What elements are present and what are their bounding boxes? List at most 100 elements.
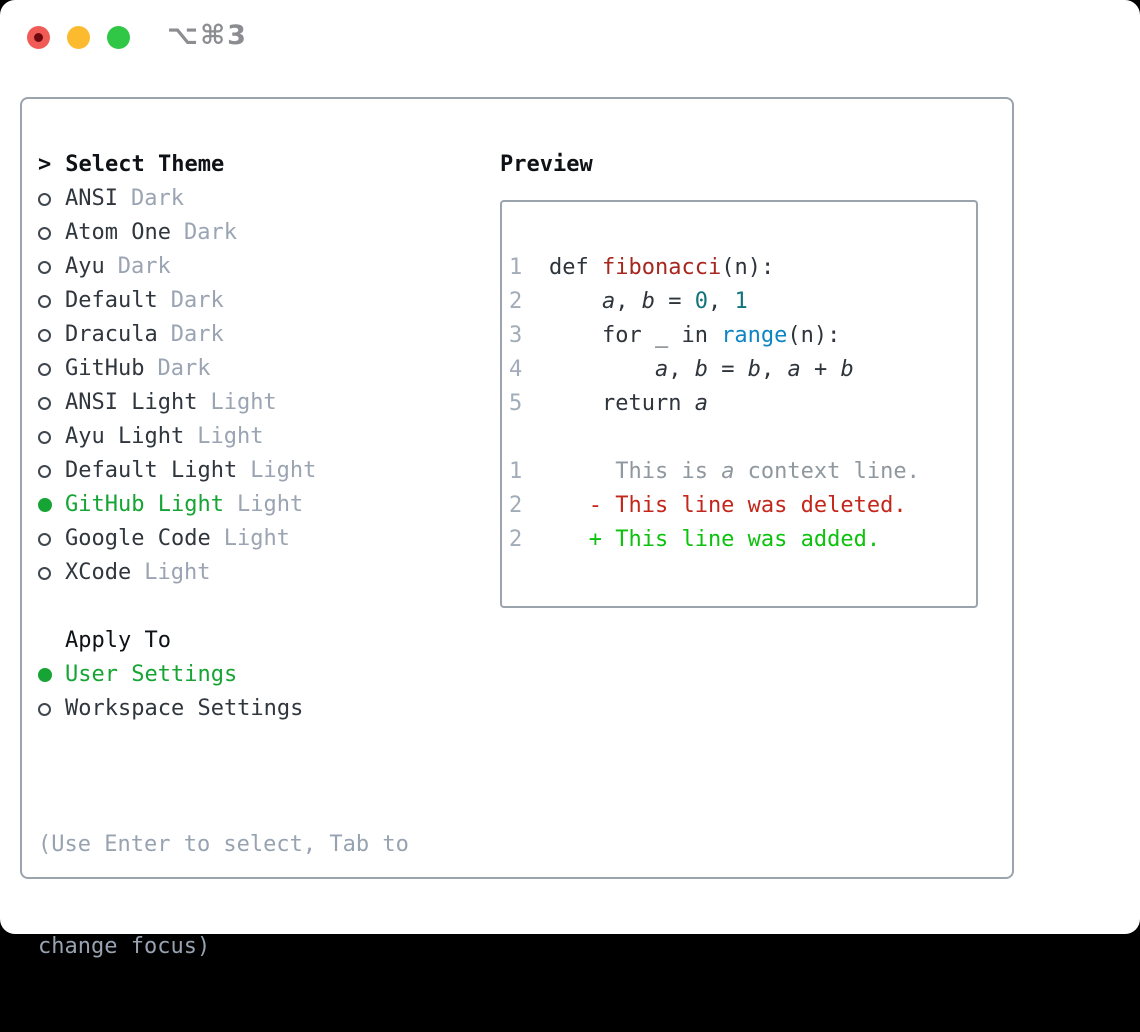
radio-icon [38, 702, 51, 716]
code-line [509, 421, 976, 455]
code-token: fibonacci [601, 255, 722, 280]
code-token: 0 [694, 289, 708, 314]
code-token [549, 289, 602, 314]
code-token: a [654, 357, 669, 382]
line-number: 5 [509, 391, 523, 416]
radio-icon [38, 532, 51, 546]
radio-icon [38, 226, 51, 240]
theme-name: ANSI [65, 186, 118, 211]
theme-variant: Dark [157, 356, 211, 381]
radio-icon [38, 430, 51, 444]
radio-icon [38, 362, 51, 376]
theme-variant: Dark [183, 220, 237, 245]
apply-option-user-settings[interactable]: User Settings [38, 658, 409, 692]
code-token: + [800, 357, 841, 382]
code-line: 3 for _ in range(n): [509, 319, 976, 353]
code-token: (n): [787, 323, 841, 348]
line-number: 2 [509, 289, 523, 314]
theme-name: ANSI Light [65, 390, 198, 415]
theme-name: Default Light [65, 458, 238, 483]
code-line: 2 + This line was added. [509, 523, 976, 557]
cursor-chevron-icon: > [38, 152, 52, 177]
theme-name: Google Code [65, 526, 211, 551]
line-number: 2 [509, 527, 523, 552]
select-theme-label: Select Theme [65, 152, 225, 177]
hint-text: (Use Enter to select, Tab to change focu… [38, 760, 409, 1032]
radio-icon [38, 294, 51, 308]
radio-selected-icon [38, 498, 52, 512]
theme-variant: Light [250, 458, 317, 483]
code-token: 1 [734, 289, 748, 314]
line-number: 1 [509, 459, 523, 484]
code-token: a [721, 459, 735, 484]
code-token: b [641, 289, 655, 314]
hint-line-2: change focus) [38, 934, 211, 959]
theme-option-github[interactable]: GitHub Dark [38, 352, 409, 386]
theme-variant: Light [223, 526, 290, 551]
theme-option-ayu[interactable]: Ayu Dark [38, 250, 409, 284]
hint-line-1: (Use Enter to select, Tab to [38, 832, 409, 857]
close-button[interactable] [27, 26, 50, 49]
radio-icon [38, 328, 51, 342]
close-dot-icon [34, 33, 43, 42]
theme-option-ansi-light[interactable]: ANSI Light Light [38, 386, 409, 420]
code-token: b [840, 357, 854, 382]
code-token: return [549, 391, 695, 416]
apply-option-label: User Settings [65, 662, 238, 687]
radio-icon [38, 566, 51, 580]
apply-option-label: Workspace Settings [65, 696, 304, 721]
code-line: 4 a, b = b, a + b [509, 353, 976, 387]
code-token: This is [549, 459, 722, 484]
code-token: a [787, 357, 801, 382]
code-line: 2 - This line was deleted. [509, 489, 976, 523]
title-bar: ⌥⌘3 [0, 0, 1140, 97]
code-token: b [694, 357, 708, 382]
theme-variant: Light [236, 492, 304, 517]
apply-option-workspace-settings[interactable]: Workspace Settings [38, 692, 409, 726]
minimize-button[interactable] [67, 26, 90, 49]
code-token: a [601, 289, 616, 314]
theme-option-ansi[interactable]: ANSI Dark [38, 182, 409, 216]
spacer [38, 726, 409, 760]
zoom-button[interactable] [107, 26, 130, 49]
apply-to-header: Apply To [65, 628, 171, 653]
radio-icon [38, 260, 51, 274]
code-token: , [707, 289, 735, 314]
code-token: + This line was added. [549, 527, 881, 552]
theme-option-google-code[interactable]: Google Code Light [38, 522, 409, 556]
theme-variant: Light [144, 560, 211, 585]
code-token: a [694, 391, 708, 416]
select-theme-header: > Select Theme [38, 148, 409, 182]
code-line: 2 a, b = 0, 1 [509, 285, 976, 319]
code-token: , [760, 357, 788, 382]
theme-name: Ayu [65, 254, 105, 279]
theme-variant: Dark [117, 254, 171, 279]
code-token: b [747, 357, 761, 382]
radio-icon [38, 464, 51, 478]
theme-variant: Light [197, 424, 264, 449]
preview-header: Preview [500, 152, 593, 177]
code-token: for _ in [549, 323, 722, 348]
code-token: , [615, 289, 642, 314]
code-token: context line. [734, 459, 920, 484]
theme-option-default-light[interactable]: Default Light Light [38, 454, 409, 488]
theme-name: GitHub [65, 356, 145, 381]
line-number: 1 [509, 255, 523, 280]
radio-icon [38, 192, 51, 206]
theme-name: GitHub Light [65, 492, 224, 517]
theme-option-github-light[interactable]: GitHub Light Light [38, 488, 409, 522]
theme-variant: Light [210, 390, 277, 415]
theme-variant: Dark [130, 186, 184, 211]
